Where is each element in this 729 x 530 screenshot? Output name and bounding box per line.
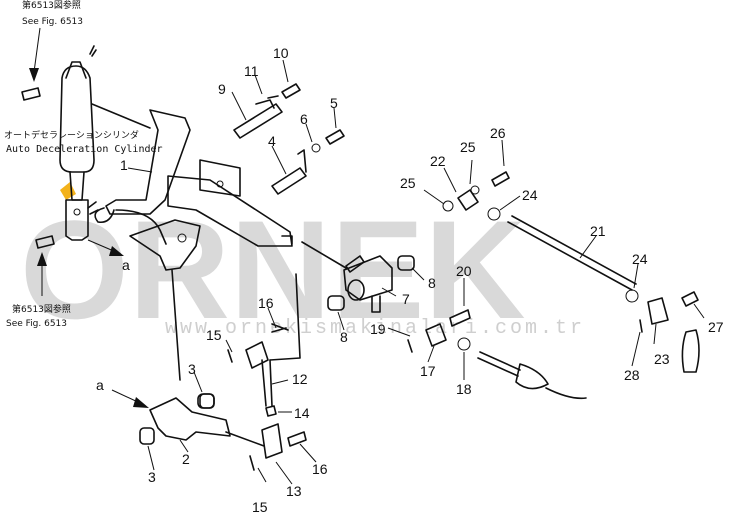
callout-26: 26	[490, 125, 506, 141]
link-7	[327, 255, 415, 313]
callout-23: 23	[654, 351, 670, 367]
watermark-logo: ORNEK	[20, 191, 526, 348]
callout-2: 2	[182, 451, 190, 467]
cable-assembly	[407, 309, 587, 400]
callout-24-top: 24	[522, 187, 538, 203]
callout-7: 7	[402, 291, 410, 307]
callout-16-top: 16	[258, 295, 274, 311]
pin-left-top	[21, 87, 41, 101]
lever-2	[139, 393, 265, 447]
rod-9	[233, 99, 283, 139]
callout-25-top: 25	[460, 139, 476, 155]
plate-wire	[301, 241, 347, 269]
bolt-10	[267, 83, 301, 99]
rod-to-lever	[171, 269, 181, 381]
callout-labels: 1 2 3 3 4 5 6 7 8 8 9 10 11 12 13 14 15 …	[96, 45, 724, 515]
callout-9: 9	[218, 81, 226, 97]
pin-4	[271, 149, 307, 195]
bracket-wire	[115, 209, 167, 245]
watermark-url: www.ornekismakinalari.com.tr	[165, 317, 585, 340]
callout-8-right: 8	[428, 275, 436, 291]
leader-lines	[127, 59, 705, 485]
callout-6: 6	[300, 111, 308, 127]
note-cylinder-jp: オートデセラレーションシリンダ	[4, 129, 139, 141]
adjust-rod-21	[442, 171, 700, 373]
callout-a-upper: a	[122, 257, 130, 273]
callout-16-bottom: 16	[312, 461, 328, 477]
link-wire	[269, 273, 301, 361]
callout-a-lower: a	[96, 377, 104, 393]
lever-plate	[167, 159, 293, 247]
note-top-ref-en: See Fig. 6513	[22, 17, 83, 27]
reference-arrows	[29, 27, 149, 408]
auto-deceleration-cylinder	[59, 45, 99, 241]
note-cylinder-en: Auto Deceleration Cylinder	[6, 144, 163, 155]
cylinder-wire	[91, 103, 151, 129]
callout-1: 1	[120, 157, 128, 173]
callout-12: 12	[292, 371, 308, 387]
callout-21: 21	[590, 223, 606, 239]
bolt-16-top	[271, 327, 287, 333]
callout-4: 4	[268, 133, 276, 149]
bolt-5	[311, 129, 345, 153]
callout-22: 22	[430, 153, 446, 169]
callout-5: 5	[330, 95, 338, 111]
pin-left-bottom	[35, 235, 55, 249]
callout-3-bottom: 3	[148, 469, 156, 485]
bracket	[94, 109, 201, 271]
watermark: ORNEK www.ornekismakinalari.com.tr	[20, 182, 585, 348]
callout-8-left: 8	[340, 329, 348, 345]
note-bottom-ref-jp: 第6513図参照	[12, 303, 71, 315]
bushing-3-top	[197, 393, 215, 409]
callout-14: 14	[294, 405, 310, 421]
callout-13: 13	[286, 483, 302, 499]
callout-11: 11	[244, 63, 259, 79]
callout-24-bottom: 24	[632, 251, 648, 267]
part-drawings	[21, 45, 700, 471]
callout-19: 19	[370, 321, 386, 337]
reference-notes: 第6513図参照 See Fig. 6513 オートデセラレーションシリンダ A…	[4, 0, 163, 329]
callout-28: 28	[624, 367, 640, 383]
callout-3-top: 3	[188, 361, 196, 377]
callout-27: 27	[708, 319, 724, 335]
callout-18: 18	[456, 381, 472, 397]
note-bottom-ref-en: See Fig. 6513	[6, 319, 67, 329]
callout-15-bottom: 15	[252, 499, 268, 515]
callout-10: 10	[273, 45, 289, 61]
callout-25-left: 25	[400, 175, 416, 191]
callout-17: 17	[420, 363, 436, 379]
note-top-ref-jp: 第6513図参照	[22, 0, 81, 11]
callout-15-top: 15	[206, 327, 222, 343]
callout-20: 20	[456, 263, 472, 279]
